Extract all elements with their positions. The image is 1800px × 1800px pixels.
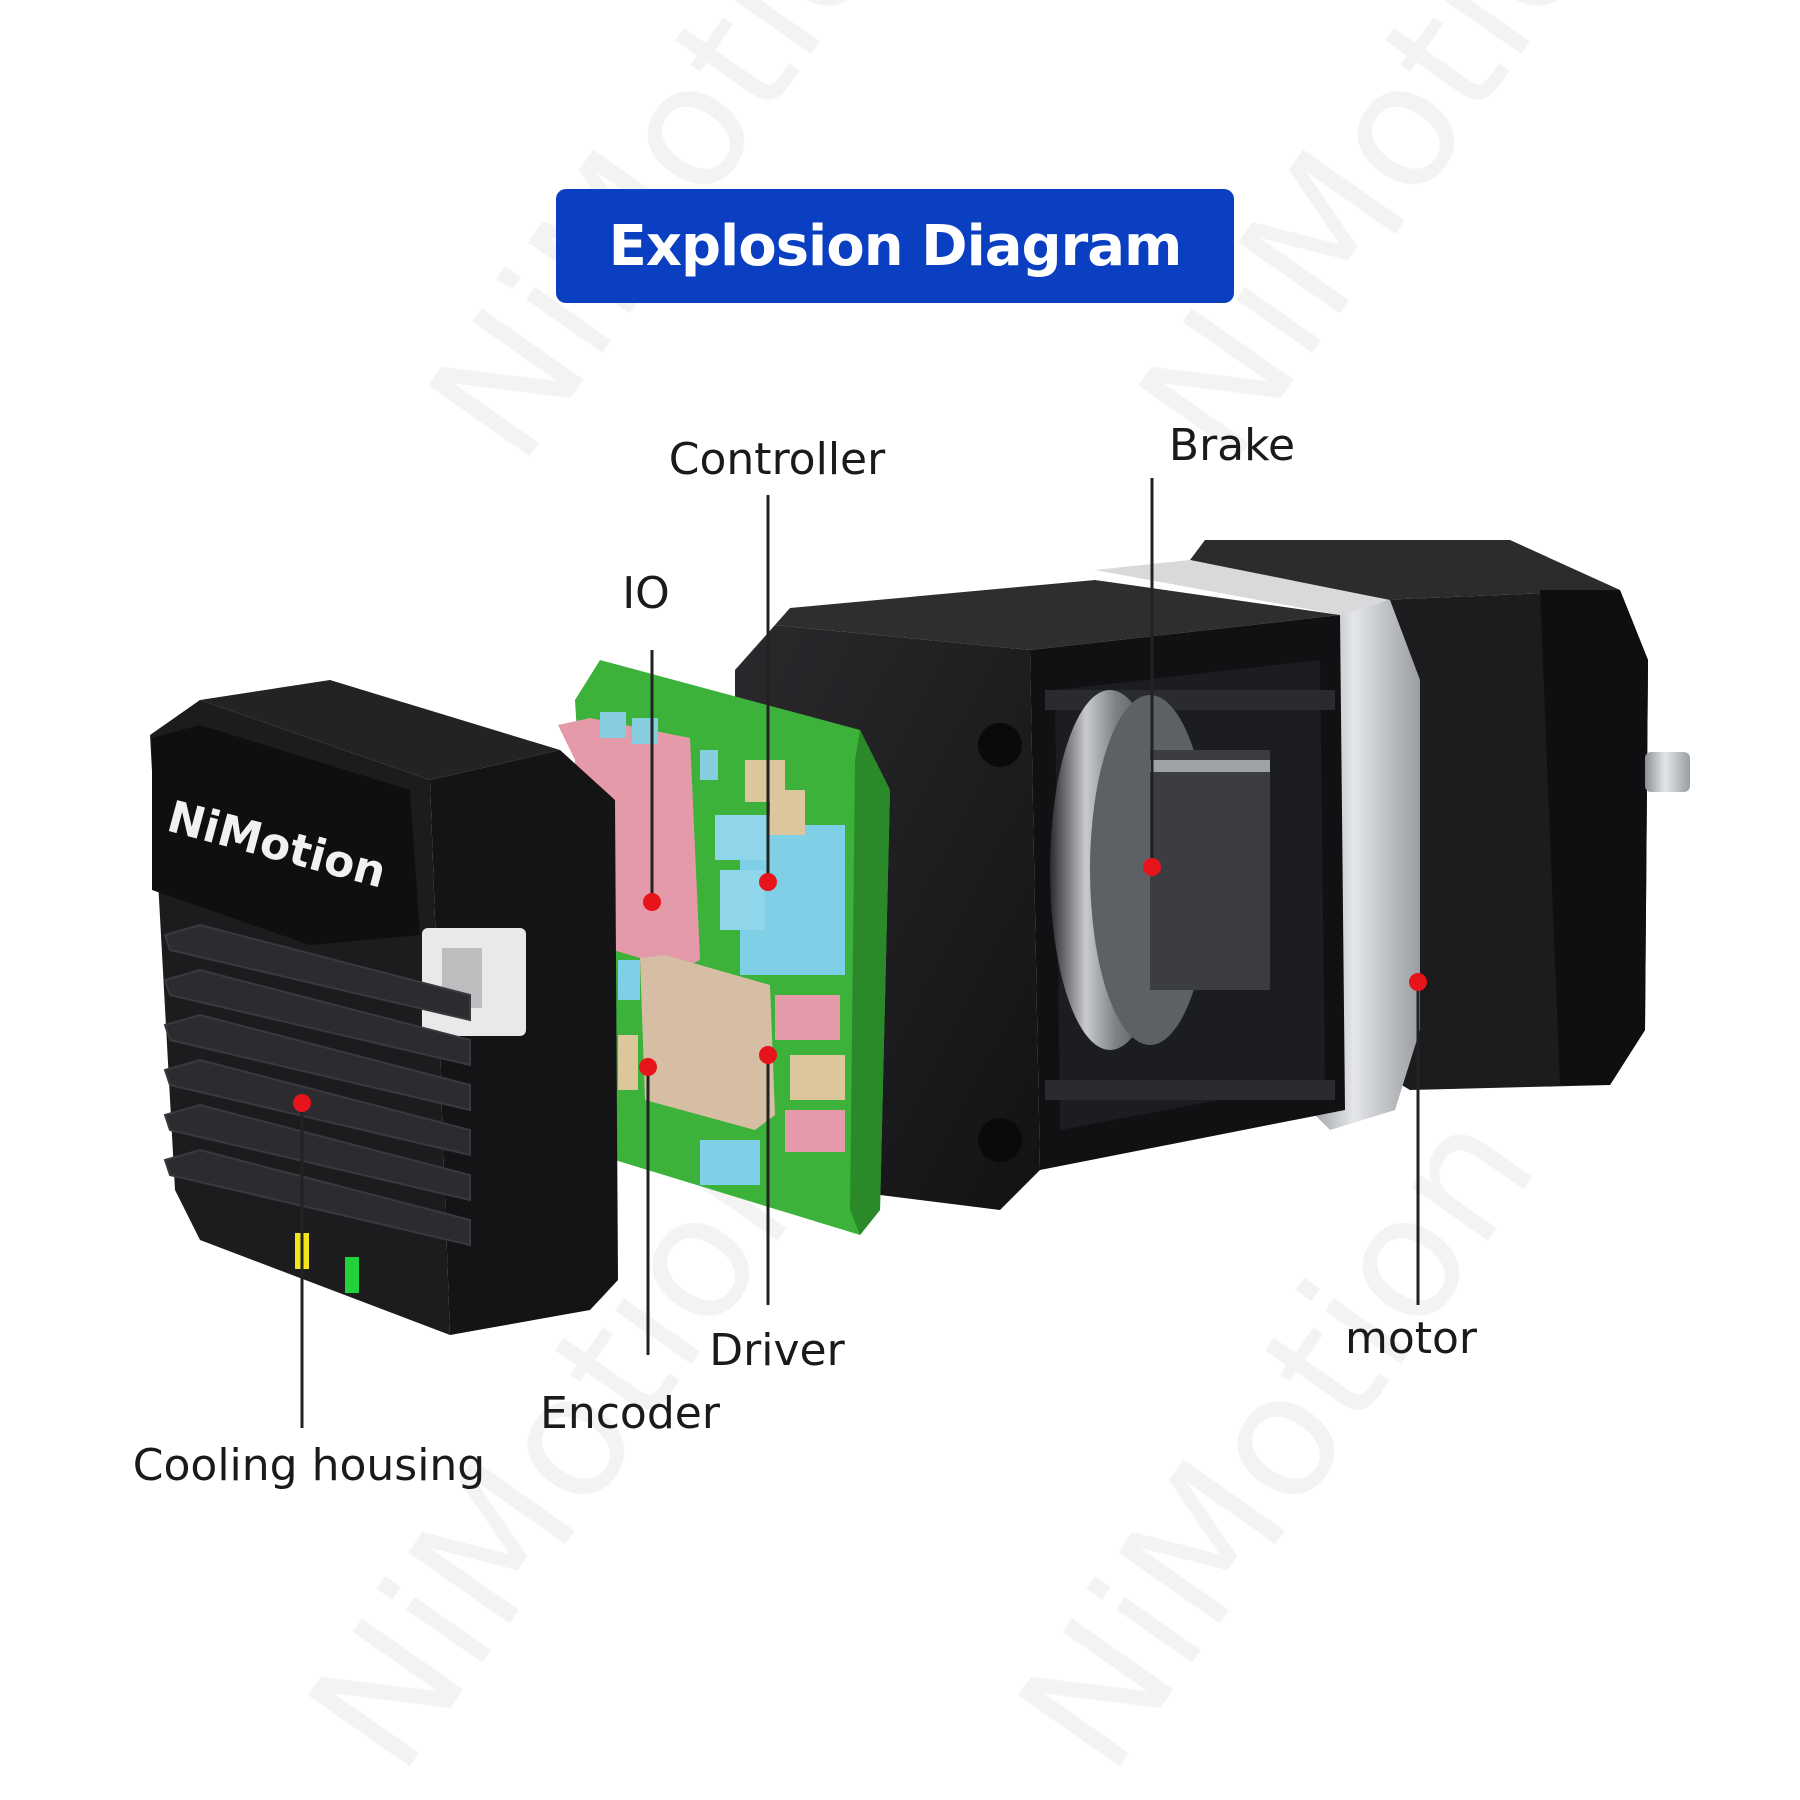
pcb-component (715, 815, 770, 860)
label-brake: Brake (1168, 420, 1296, 471)
brake-rail (1045, 1080, 1335, 1100)
pcb-component (618, 960, 640, 1000)
brake-hub (1150, 750, 1270, 990)
callout-dot-driver (759, 1046, 777, 1064)
callout-dots (293, 858, 1427, 1112)
callout-dot-brake (1143, 858, 1161, 876)
label-encoder: Encoder (540, 1388, 720, 1439)
pcb-component (775, 995, 840, 1040)
label-cooling-housing: Cooling housing (132, 1440, 486, 1491)
watermark-text: NiMotion (981, 1075, 1574, 1800)
callouts (300, 478, 1420, 1428)
page-title: Explosion Diagram (608, 213, 1183, 279)
encoder-chip (640, 955, 775, 1130)
label-driver: Driver (709, 1325, 845, 1376)
motor-rear-edge (1540, 590, 1648, 1085)
label-controller: Controller (668, 434, 886, 485)
label-io: IO (622, 568, 670, 619)
screw-hole (978, 1118, 1022, 1162)
cooling-fin (163, 968, 471, 1067)
indicator-led-green (345, 1257, 359, 1293)
label-plate (152, 725, 420, 945)
callout-dot-controller (759, 873, 777, 891)
motor-front-top (775, 580, 1340, 650)
pcb-component (632, 718, 658, 744)
pcb-edge (850, 730, 890, 1235)
pcb-component (770, 790, 805, 835)
cooling-fin (163, 1103, 471, 1202)
brake-hub-light (1150, 760, 1270, 772)
cooling-fin (163, 923, 471, 1022)
housing-side (430, 750, 618, 1335)
screw-hole (978, 723, 1022, 767)
callout-dot-motor (1409, 973, 1427, 991)
pcb-component (700, 1140, 760, 1185)
motor-shaft (1645, 752, 1690, 792)
cooling-fin (163, 1148, 471, 1247)
housing-top (200, 680, 560, 780)
cooling-fin (163, 1013, 471, 1112)
cooling-fin (163, 1058, 471, 1157)
pcb-component (790, 1055, 845, 1100)
pcb-component (785, 1110, 845, 1152)
brake-ring-top (1095, 560, 1390, 615)
pcb-component (720, 870, 765, 930)
cooling-fins (163, 923, 471, 1247)
title-bar: Explosion Diagram (556, 189, 1234, 303)
callout-dot-encoder (639, 1058, 657, 1076)
pcb-component (618, 1035, 638, 1090)
motor-rear-top (1190, 540, 1620, 600)
callout-dot-io (643, 893, 661, 911)
label-motor: motor (1344, 1313, 1478, 1364)
callout-dot-cooling-housing (293, 1094, 311, 1112)
pcb-component (600, 712, 626, 738)
pcb-component (700, 750, 718, 780)
cooling-housing: NiMotion (150, 680, 618, 1335)
